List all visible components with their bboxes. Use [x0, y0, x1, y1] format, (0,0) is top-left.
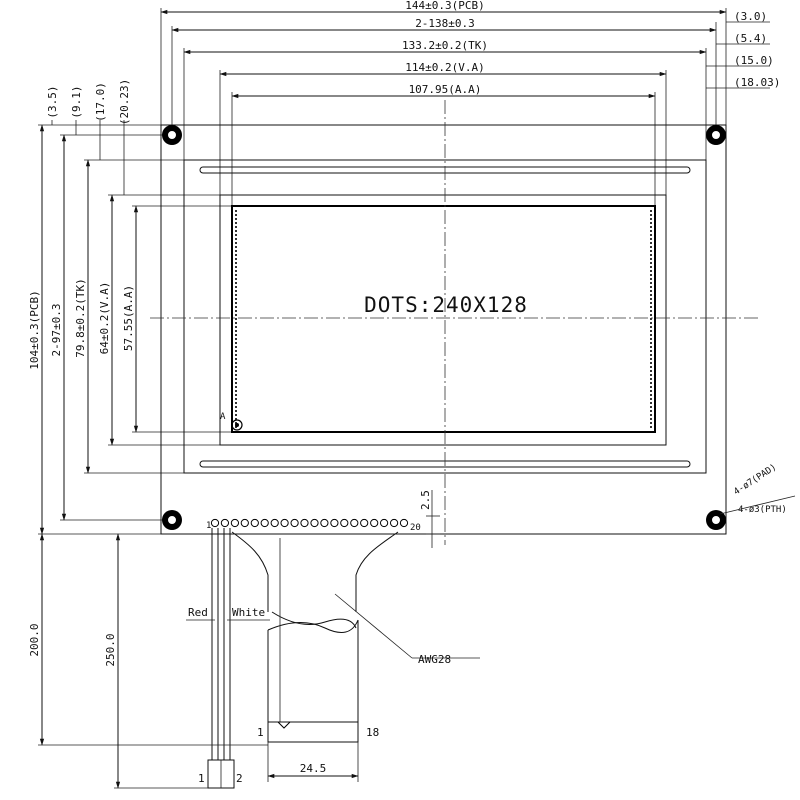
top-dimension-lines [160, 8, 770, 205]
offset-dim-label: 2.5 [419, 490, 432, 510]
left-offset-2: (9.1) [70, 85, 83, 118]
cable-end-first-pin: 1 [257, 726, 264, 739]
mounting-hole-bottom-left [162, 510, 182, 530]
left-offset-3: (17.0) [94, 82, 107, 122]
left-offset-1: (3.5) [46, 85, 59, 118]
connector-pad [230, 518, 239, 528]
connector-pad [250, 518, 259, 528]
white-wire-label: White [232, 606, 265, 619]
origin-marker-dot [235, 423, 239, 427]
connector-pad [360, 518, 369, 528]
dots-label: DOTS:240X128 [364, 293, 528, 317]
connector-pad [280, 518, 289, 528]
red-wire-label: Red [188, 606, 208, 619]
connector-pads [210, 518, 409, 528]
mounting-hole-top-left [162, 125, 182, 145]
connector-pad [350, 518, 359, 528]
connector-pad [220, 518, 229, 528]
connector-pad [380, 518, 389, 528]
right-offset-3: (15.0) [734, 54, 774, 67]
pad-first-label: 1 [206, 521, 211, 531]
connector-pad [320, 518, 329, 528]
left-dimension-lines [38, 120, 234, 535]
power-wires [211, 528, 231, 760]
hole-leader [719, 495, 796, 515]
tk-outline [183, 159, 707, 474]
connector-pad [210, 518, 220, 528]
pcb-height-label: 104±0.3(PCB) [28, 290, 41, 369]
origin-marker-label: A [220, 412, 226, 422]
right-offset-4: (18.03) [734, 76, 780, 89]
length-inner-label: 250.0 [104, 633, 117, 666]
awg-label: AWG28 [418, 653, 451, 666]
cable-end-connector [267, 721, 359, 743]
plug-first-pin: 1 [198, 772, 205, 785]
tk-width-label: 133.2±0.2(TK) [402, 39, 488, 52]
mounting-hole-top-right [706, 125, 726, 145]
va-height-label: 64±0.2(V.A) [98, 282, 111, 355]
hole-pitch-y-label: 2-97±0.3 [50, 304, 63, 357]
left-offset-4: (20.23) [118, 79, 131, 125]
connector-pad [260, 518, 269, 528]
connector-pad [330, 518, 339, 528]
tk-height-label: 79.8±0.2(TK) [74, 278, 87, 357]
origin-marker-circle [231, 419, 243, 431]
active-area-outline [231, 205, 656, 433]
aa-width-label: 107.95(A.A) [409, 83, 482, 96]
viewing-area-outline [219, 194, 667, 446]
connector-pad [390, 518, 399, 528]
aa-height-label: 57.55(A.A) [122, 285, 135, 351]
va-width-label: 114±0.2(V.A) [405, 61, 484, 74]
cable-end-last-pin: 18 [366, 726, 379, 739]
mounting-hole-bottom-right [706, 510, 726, 530]
pad-hole-label: 4-ø7(PAD) [732, 463, 778, 498]
pth-hole-label: 4-ø3(PTH) [738, 505, 787, 515]
right-offset-2: (5.4) [734, 32, 767, 45]
awg-leader [334, 593, 413, 659]
connector-pad [310, 518, 319, 528]
cable-end-key [277, 721, 291, 729]
end-width-label: 24.5 [300, 762, 327, 775]
connector-pad [370, 518, 379, 528]
connector-pad [300, 518, 309, 528]
connector-pad [270, 518, 279, 528]
pcb-width-label: 144±0.3(PCB) [405, 0, 484, 12]
flat-cable [231, 531, 399, 722]
right-offset-1: (3.0) [734, 10, 767, 23]
connector-pad [399, 518, 409, 528]
connector-pad [240, 518, 249, 528]
connector-pad [340, 518, 349, 528]
connector-pad [290, 518, 299, 528]
pad-last-label: 20 [410, 523, 421, 533]
pcb-outline [160, 124, 727, 535]
hole-pitch-x-label: 2-138±0.3 [415, 17, 475, 30]
plug-last-pin: 2 [236, 772, 243, 785]
length-outer-label: 200.0 [28, 623, 41, 656]
